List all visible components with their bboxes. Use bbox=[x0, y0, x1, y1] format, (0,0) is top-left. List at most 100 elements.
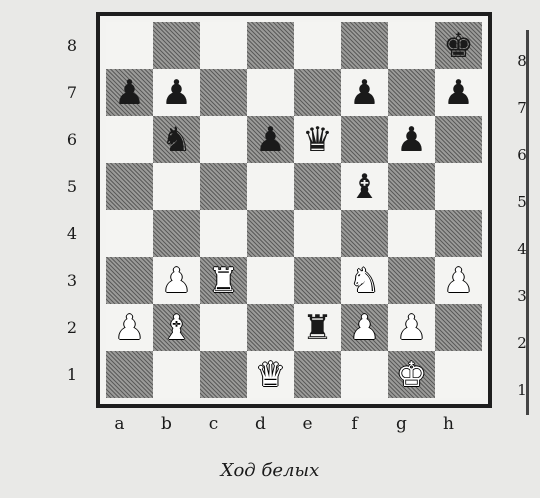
black-knight-icon[interactable]: ♞ bbox=[153, 116, 200, 163]
square-d8[interactable] bbox=[247, 22, 294, 69]
square-b3[interactable]: ♟ bbox=[153, 257, 200, 304]
square-a7[interactable]: ♟ bbox=[106, 69, 153, 116]
black-pawn-icon[interactable]: ♟ bbox=[435, 69, 482, 116]
square-g4[interactable] bbox=[388, 210, 435, 257]
square-d3[interactable] bbox=[247, 257, 294, 304]
square-c7[interactable] bbox=[200, 69, 247, 116]
square-h7[interactable]: ♟ bbox=[435, 69, 482, 116]
file-label-b: b bbox=[143, 414, 190, 434]
square-e4[interactable] bbox=[294, 210, 341, 257]
diagram-caption: Ход белых bbox=[160, 460, 380, 481]
square-c2[interactable] bbox=[200, 304, 247, 351]
square-e3[interactable] bbox=[294, 257, 341, 304]
square-f4[interactable] bbox=[341, 210, 388, 257]
square-b4[interactable] bbox=[153, 210, 200, 257]
square-b6[interactable]: ♞ bbox=[153, 116, 200, 163]
white-pawn-icon[interactable]: ♟ bbox=[106, 304, 153, 351]
square-e8[interactable] bbox=[294, 22, 341, 69]
square-d1[interactable]: ♛ bbox=[247, 351, 294, 398]
black-pawn-icon[interactable]: ♟ bbox=[247, 116, 294, 163]
white-bishop-icon[interactable]: ♝ bbox=[153, 304, 200, 351]
square-d5[interactable] bbox=[247, 163, 294, 210]
file-label-c: c bbox=[190, 414, 237, 434]
rank-label-right-3: 3 bbox=[512, 287, 532, 305]
rank-label-7: 7 bbox=[62, 83, 82, 102]
black-rook-icon[interactable]: ♜ bbox=[294, 304, 341, 351]
square-e5[interactable] bbox=[294, 163, 341, 210]
square-h2[interactable] bbox=[435, 304, 482, 351]
square-f1[interactable] bbox=[341, 351, 388, 398]
square-c5[interactable] bbox=[200, 163, 247, 210]
square-b2[interactable]: ♝ bbox=[153, 304, 200, 351]
square-b5[interactable] bbox=[153, 163, 200, 210]
square-b1[interactable] bbox=[153, 351, 200, 398]
square-b8[interactable] bbox=[153, 22, 200, 69]
square-g7[interactable] bbox=[388, 69, 435, 116]
white-knight-icon[interactable]: ♞ bbox=[341, 257, 388, 304]
rank-label-4: 4 bbox=[62, 224, 82, 243]
white-pawn-icon[interactable]: ♟ bbox=[388, 304, 435, 351]
square-g2[interactable]: ♟ bbox=[388, 304, 435, 351]
square-h5[interactable] bbox=[435, 163, 482, 210]
square-d7[interactable] bbox=[247, 69, 294, 116]
square-e7[interactable] bbox=[294, 69, 341, 116]
square-b7[interactable]: ♟ bbox=[153, 69, 200, 116]
square-h3[interactable]: ♟ bbox=[435, 257, 482, 304]
square-f2[interactable]: ♟ bbox=[341, 304, 388, 351]
square-a1[interactable] bbox=[106, 351, 153, 398]
rank-label-right-6: 6 bbox=[512, 146, 532, 164]
black-pawn-icon[interactable]: ♟ bbox=[153, 69, 200, 116]
white-rook-icon[interactable]: ♜ bbox=[200, 257, 247, 304]
square-c8[interactable] bbox=[200, 22, 247, 69]
file-label-a: a bbox=[96, 414, 143, 434]
black-king-icon[interactable]: ♚ bbox=[435, 22, 482, 69]
black-pawn-icon[interactable]: ♟ bbox=[106, 69, 153, 116]
square-d4[interactable] bbox=[247, 210, 294, 257]
square-g5[interactable] bbox=[388, 163, 435, 210]
black-pawn-icon[interactable]: ♟ bbox=[341, 69, 388, 116]
square-d2[interactable] bbox=[247, 304, 294, 351]
square-c3[interactable]: ♜ bbox=[200, 257, 247, 304]
square-a5[interactable] bbox=[106, 163, 153, 210]
square-a6[interactable] bbox=[106, 116, 153, 163]
square-f7[interactable]: ♟ bbox=[341, 69, 388, 116]
black-pawn-icon[interactable]: ♟ bbox=[388, 116, 435, 163]
rank-label-1: 1 bbox=[62, 365, 82, 384]
square-e6[interactable]: ♛ bbox=[294, 116, 341, 163]
square-a3[interactable] bbox=[106, 257, 153, 304]
file-label-f: f bbox=[331, 414, 378, 434]
square-a4[interactable] bbox=[106, 210, 153, 257]
square-d6[interactable]: ♟ bbox=[247, 116, 294, 163]
square-g8[interactable] bbox=[388, 22, 435, 69]
white-pawn-icon[interactable]: ♟ bbox=[341, 304, 388, 351]
square-a2[interactable]: ♟ bbox=[106, 304, 153, 351]
white-queen-icon[interactable]: ♛ bbox=[247, 351, 294, 398]
square-e2[interactable]: ♜ bbox=[294, 304, 341, 351]
square-c1[interactable] bbox=[200, 351, 247, 398]
square-g1[interactable]: ♚ bbox=[388, 351, 435, 398]
square-c6[interactable] bbox=[200, 116, 247, 163]
square-f3[interactable]: ♞ bbox=[341, 257, 388, 304]
square-g6[interactable]: ♟ bbox=[388, 116, 435, 163]
square-c4[interactable] bbox=[200, 210, 247, 257]
square-g3[interactable] bbox=[388, 257, 435, 304]
white-pawn-icon[interactable]: ♟ bbox=[435, 257, 482, 304]
square-f6[interactable] bbox=[341, 116, 388, 163]
black-bishop-icon[interactable]: ♝ bbox=[341, 163, 388, 210]
square-a8[interactable] bbox=[106, 22, 153, 69]
white-pawn-icon[interactable]: ♟ bbox=[153, 257, 200, 304]
rank-label-5: 5 bbox=[62, 177, 82, 196]
square-h8[interactable]: ♚ bbox=[435, 22, 482, 69]
black-queen-icon[interactable]: ♛ bbox=[294, 116, 341, 163]
rank-label-right-1: 1 bbox=[512, 381, 532, 399]
square-f5[interactable]: ♝ bbox=[341, 163, 388, 210]
square-f8[interactable] bbox=[341, 22, 388, 69]
square-h1[interactable] bbox=[435, 351, 482, 398]
square-h6[interactable] bbox=[435, 116, 482, 163]
rank-label-right-4: 4 bbox=[512, 240, 532, 258]
white-king-icon[interactable]: ♚ bbox=[388, 351, 435, 398]
file-label-h: h bbox=[425, 414, 472, 434]
square-h4[interactable] bbox=[435, 210, 482, 257]
square-e1[interactable] bbox=[294, 351, 341, 398]
